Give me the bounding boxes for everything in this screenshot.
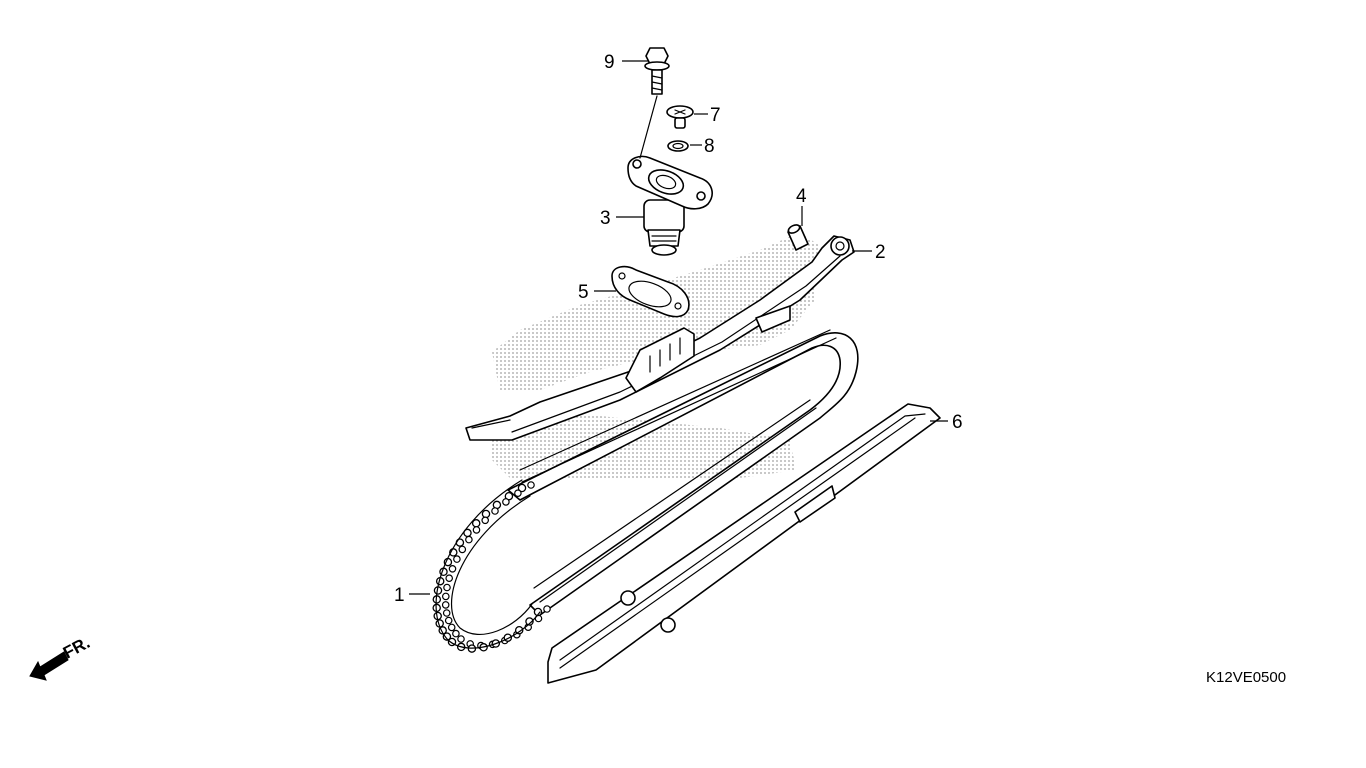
chain-roller <box>525 617 534 626</box>
callout-1: 1 <box>394 585 405 606</box>
cam-chain <box>432 329 859 653</box>
cam-chain-tensioner-slipper <box>465 235 855 441</box>
chain-roller <box>442 609 451 617</box>
front-direction-indicator: FR. <box>29 633 93 681</box>
dowel-pin <box>787 224 809 251</box>
callout-5: 5 <box>578 282 589 303</box>
o-ring <box>667 140 689 152</box>
flange-bolt <box>639 47 670 159</box>
chain-roller <box>458 545 467 554</box>
callout-9: 9 <box>604 52 615 73</box>
callout-7: 7 <box>710 105 721 126</box>
chain-roller <box>491 507 499 515</box>
chain-roller <box>442 632 452 641</box>
callout-3: 3 <box>600 208 611 229</box>
chain-roller <box>441 601 450 609</box>
chain-roller <box>445 574 454 583</box>
chain-roller <box>441 592 450 601</box>
chain-roller <box>457 635 465 643</box>
chain-links <box>432 481 551 653</box>
callout-labels: 1 2 3 4 5 6 7 8 9 <box>394 52 963 606</box>
chain-roller <box>453 555 461 563</box>
chain-roller <box>472 526 481 534</box>
tensioner-gasket <box>611 265 690 318</box>
cam-chain-guide <box>547 403 941 684</box>
chain-roller <box>481 509 491 519</box>
chain-roller <box>527 481 535 489</box>
callout-leaders <box>409 60 948 595</box>
chain-roller <box>465 535 473 544</box>
chain-roller <box>481 516 490 525</box>
chain-roller <box>517 483 527 493</box>
chain-roller <box>502 498 510 506</box>
diagram-code: K12VE0500 <box>1206 669 1286 686</box>
chain-roller <box>443 583 451 592</box>
callout-2: 2 <box>875 242 886 263</box>
chain-roller <box>514 625 524 635</box>
front-arrow-icon <box>29 651 69 681</box>
chain-roller <box>471 519 481 528</box>
chain-roller <box>444 616 453 625</box>
chain-roller <box>514 489 522 498</box>
callout-8: 8 <box>704 136 715 157</box>
tensioner-lifter <box>627 155 713 256</box>
chain-roller <box>447 623 456 632</box>
chain-roller <box>543 605 551 613</box>
chain-roller <box>448 564 457 573</box>
callout-4: 4 <box>796 186 807 207</box>
chain-roller <box>452 629 460 638</box>
sealing-bolt <box>666 105 694 129</box>
callout-6: 6 <box>952 412 963 433</box>
